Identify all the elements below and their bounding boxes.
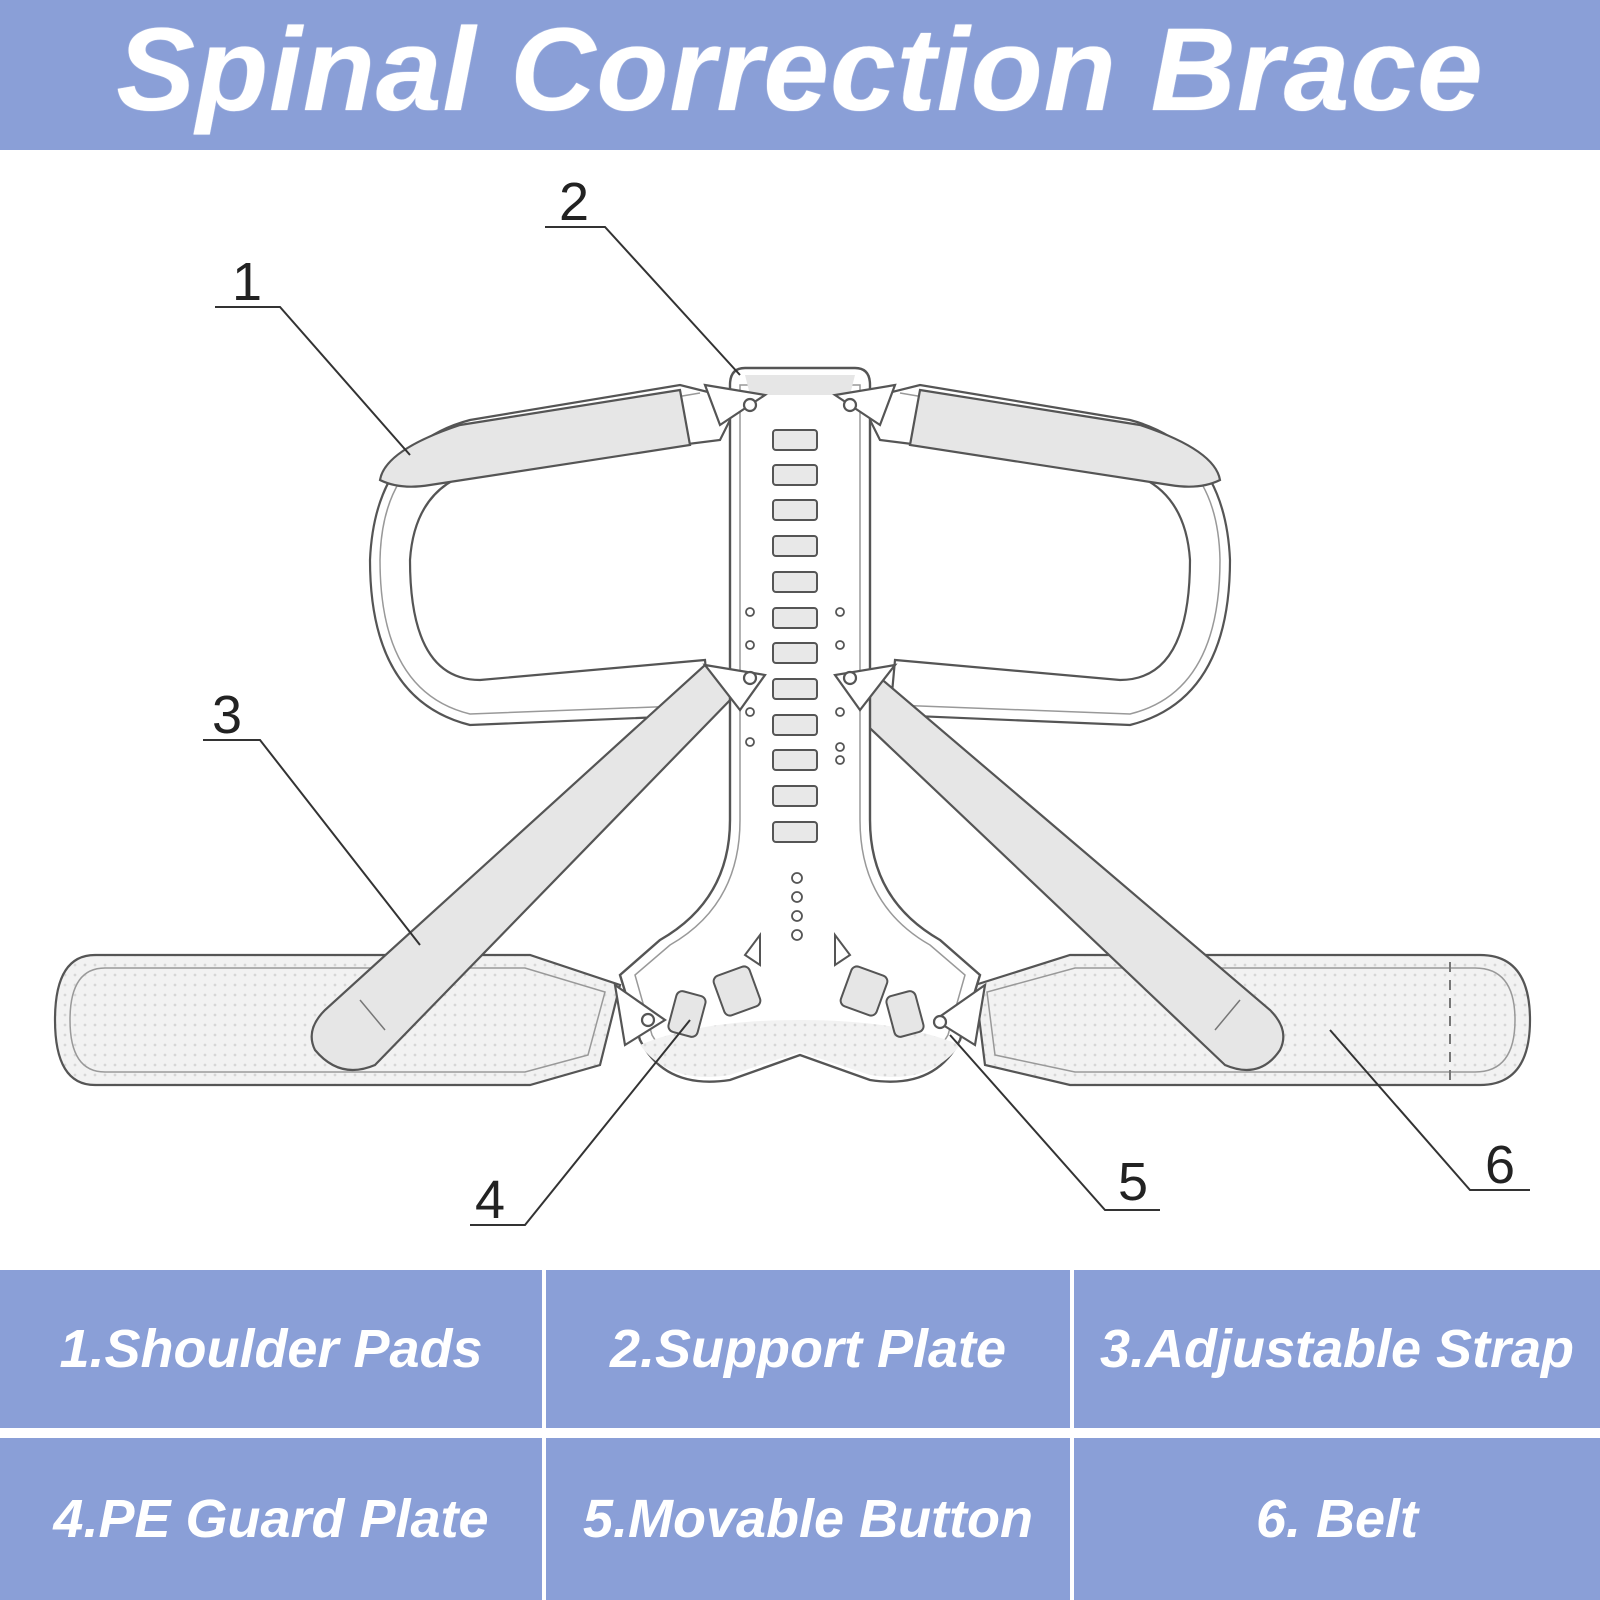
callout-line-1 [215,306,411,456]
shoulder-pad-right [908,388,1222,488]
legend-label: 3.Adjustable Strap [1099,1319,1575,1379]
callout-line-2 [545,226,741,376]
shoulder-pad-left [378,388,692,488]
legend-cell-movable-button: 5.Movable Button [546,1438,1070,1600]
legend-label: 6. Belt [1255,1489,1419,1549]
callout-lines [203,226,1530,1226]
parts-legend: 1.Shoulder Pads 2.Support Plate 3.Adjust… [0,1270,1600,1600]
page-title: Spinal Correction Brace [116,4,1484,136]
callout-number-3: 3 [212,685,242,745]
legend-cell-belt: 6. Belt [1074,1438,1600,1600]
callout-number-2: 2 [559,172,589,232]
adjustable-straps [310,663,1285,1072]
legend-label: 4.PE Guard Plate [53,1489,489,1549]
legend-cell-shoulder-pads: 1.Shoulder Pads [0,1270,542,1428]
title-banner: Spinal Correction Brace [0,0,1600,150]
strap-right [833,663,1285,1072]
brace-illustration: 1 2 3 4 5 6 [53,172,1532,1230]
pe-guard-plate [667,932,925,1038]
legend-cell-support-plate: 2.Support Plate [546,1270,1070,1428]
legend-cell-adjustable-strap: 3.Adjustable Strap [1074,1270,1600,1428]
callout-number-5: 5 [1118,1152,1148,1212]
legend-label: 5.Movable Button [582,1489,1033,1549]
legend-label: 2.Support Plate [609,1319,1007,1379]
brace-diagram: 1 2 3 4 5 6 [0,150,1600,1265]
legend-label: 1.Shoulder Pads [59,1319,483,1379]
callout-line-6 [1329,1029,1530,1191]
movable-buttons [613,383,987,1047]
callout-line-3 [203,739,421,946]
callout-number-1: 1 [232,252,262,312]
legend-cell-pe-guard-plate: 4.PE Guard Plate [0,1438,542,1600]
strap-left [310,663,737,1072]
callout-line-4 [470,1019,691,1226]
callout-number-6: 6 [1485,1135,1515,1195]
spine-pads [772,429,818,843]
callout-line-5 [949,1034,1160,1211]
shoulder-loops [368,383,1232,727]
callout-number-4: 4 [475,1170,505,1230]
adjustment-holes [745,607,845,941]
